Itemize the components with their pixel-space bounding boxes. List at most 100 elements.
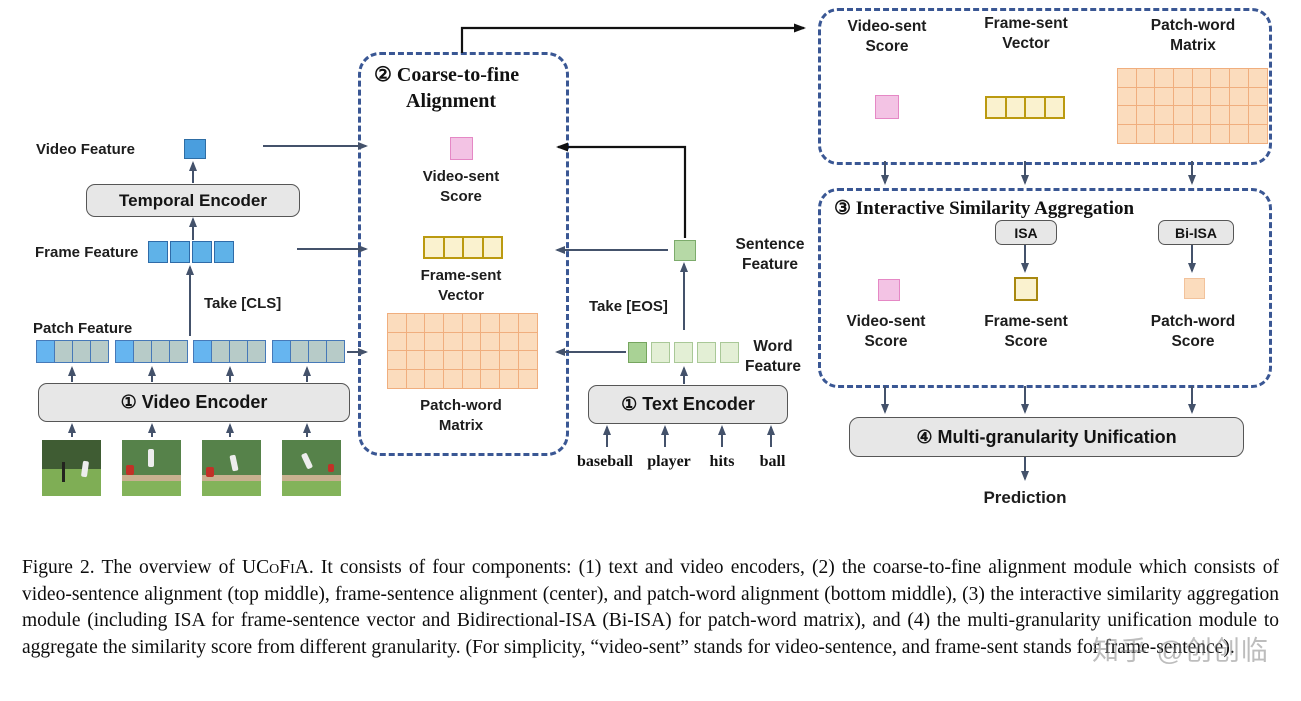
- cell: [192, 241, 212, 263]
- cell: [406, 332, 426, 352]
- video-encoder-label: ① Video Encoder: [120, 392, 268, 412]
- sentence-feature-token: [674, 240, 696, 261]
- cell: [462, 370, 482, 389]
- cell: [1136, 125, 1156, 144]
- video-frame-3: [202, 440, 261, 496]
- frame-catcher: [126, 465, 134, 475]
- cell: [71, 340, 92, 363]
- cell: [518, 332, 538, 352]
- patch-feature-group-4: [272, 340, 346, 363]
- label-line: Score: [865, 38, 909, 55]
- cell: [246, 340, 267, 363]
- frame-feature-row: [148, 241, 234, 263]
- cell: [388, 370, 407, 389]
- isa-video-sent-square: [878, 279, 900, 301]
- patch-feature-group-1: [36, 340, 110, 363]
- caption-prefix: Figure 2. The overview of: [22, 557, 243, 578]
- cell: [462, 351, 482, 371]
- cell: [1118, 87, 1137, 107]
- cell: [462, 314, 482, 333]
- cell: [425, 351, 445, 371]
- cell: [697, 342, 716, 363]
- cell: [444, 332, 463, 352]
- coarse-to-fine-title-line2: Alignment: [406, 90, 496, 112]
- label-line: Frame-sent: [420, 267, 502, 284]
- cell: [442, 236, 464, 259]
- cell: [1230, 125, 1249, 144]
- cell: [1230, 69, 1249, 88]
- zhihu-watermark: 知乎 @创创临: [1092, 636, 1269, 666]
- cell: [444, 314, 463, 333]
- caption-model-name: UCoFiA: [242, 557, 309, 578]
- cell: [1248, 87, 1268, 107]
- word-feature-row: [628, 342, 739, 363]
- take-cls-label: Take [CLS]: [204, 295, 282, 312]
- cell: [1155, 106, 1175, 126]
- frame-sent-vector-label: Frame-sent Vector: [396, 266, 526, 306]
- unification-box: ④ Multi-granularity Unification: [849, 417, 1244, 457]
- output-video-sent-label: Video-sent Score: [828, 17, 946, 57]
- frame-dirt: [122, 474, 181, 483]
- cell: [518, 370, 538, 389]
- frame-grass: [282, 481, 341, 496]
- label-line: Patch-word: [1150, 313, 1236, 330]
- cell: [1155, 69, 1175, 88]
- label-line: Feature: [742, 256, 798, 273]
- label-line: Matrix: [1170, 37, 1216, 54]
- cell: [1004, 96, 1026, 119]
- label-line: Patch-word: [420, 397, 502, 414]
- temporal-encoder-label: Temporal Encoder: [119, 190, 267, 210]
- cell: [289, 340, 310, 363]
- cell: [651, 342, 670, 363]
- label-line: Frame-sent: [984, 313, 1068, 330]
- cell: [1230, 106, 1249, 126]
- cell: [1248, 125, 1268, 144]
- frame-catcher: [328, 464, 334, 472]
- cell: [89, 340, 110, 363]
- cell: [1174, 87, 1193, 107]
- video-feature-label: Video Feature: [36, 141, 135, 158]
- cell: [518, 314, 538, 333]
- isa-module-box: [818, 188, 1272, 388]
- video-frame-1: [42, 440, 101, 496]
- cell: [444, 351, 463, 371]
- frame-grass: [42, 469, 101, 496]
- cell: [1192, 87, 1212, 107]
- bi-isa-box: Bi-ISA: [1158, 220, 1234, 245]
- cell: [388, 351, 407, 371]
- bi-isa-label: Bi-ISA: [1175, 224, 1217, 241]
- cell: [1118, 125, 1137, 144]
- cell: [628, 342, 647, 363]
- cell: [481, 314, 501, 333]
- cell: [462, 236, 484, 259]
- cell: [307, 340, 328, 363]
- patch-feature-group-2: [115, 340, 189, 363]
- connector-layer: [68, 23, 1196, 481]
- coarse-to-fine-box: [358, 52, 569, 456]
- cell: [1211, 87, 1231, 107]
- frame-player: [148, 449, 154, 467]
- prediction-label: Prediction: [983, 488, 1067, 507]
- coarse-to-fine-title: ② Coarse-to-fine Alignment: [374, 62, 554, 114]
- frame-feature-label: Frame Feature: [35, 244, 139, 261]
- frame-background: [42, 440, 101, 470]
- video-feature-token: [184, 139, 206, 159]
- cell: [115, 340, 135, 363]
- cell: [1174, 125, 1193, 144]
- label-line: Score: [864, 333, 908, 350]
- coarse-to-fine-title-line1: ② Coarse-to-fine: [374, 64, 520, 86]
- cell: [228, 340, 249, 363]
- output-patch-word-label: Patch-word Matrix: [1132, 16, 1254, 56]
- cell: [1248, 106, 1268, 126]
- cell: [388, 332, 407, 352]
- video-sent-score-label: Video-sent Score: [396, 167, 526, 207]
- temporal-encoder-box: Temporal Encoder: [86, 184, 300, 217]
- cell: [425, 332, 445, 352]
- label-line: Feature: [745, 358, 801, 375]
- cell: [1174, 106, 1193, 126]
- figure-caption: Figure 2. The overview of UCoFiA. It con…: [22, 555, 1279, 661]
- sentence-feature-label: Sentence Feature: [720, 235, 820, 275]
- isa-module-title: ③ Interactive Similarity Aggregation: [834, 198, 1135, 219]
- patch-feature-group-3: [193, 340, 267, 363]
